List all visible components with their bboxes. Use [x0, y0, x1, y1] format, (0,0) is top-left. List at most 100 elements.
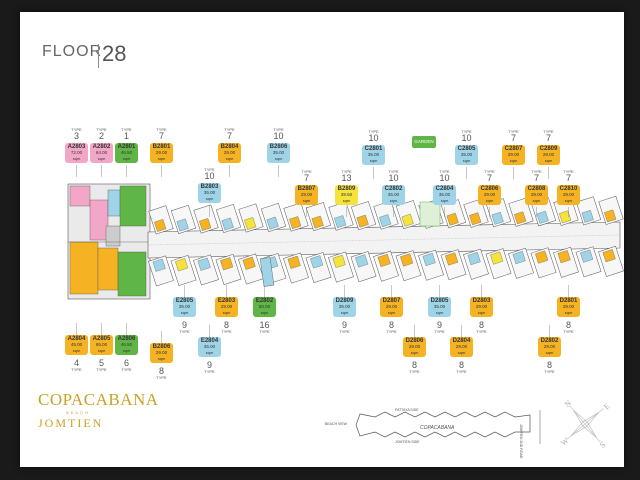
bottom-wing-unit-block	[283, 252, 309, 284]
unit-area: 64.00	[95, 150, 108, 155]
type-number: 10	[388, 173, 399, 183]
type-word: TYPE	[204, 369, 215, 374]
type-number: 7	[303, 173, 309, 183]
unit-id: D2803	[472, 298, 491, 304]
type-word: TYPE	[156, 127, 167, 132]
unit-area: 29.00	[475, 304, 488, 309]
floor-number: 28	[102, 41, 127, 66]
type-word: TYPE	[456, 369, 467, 374]
type-word: TYPE	[96, 367, 107, 372]
unit-area: 35.00	[387, 192, 400, 197]
type-number: 8	[478, 320, 484, 330]
unit-area: 65.00	[95, 342, 108, 347]
top-wing-unit-block	[305, 202, 332, 232]
type-word: TYPE	[544, 369, 555, 374]
unit-area: 29.00	[530, 192, 543, 197]
unit-area-unit: sqm	[260, 310, 269, 315]
unit-area: 35.00	[433, 304, 446, 309]
unit-id: D2806	[405, 338, 424, 344]
type-number: 6	[123, 358, 129, 368]
bottom-wing-unit-block	[598, 245, 624, 277]
type-word: TYPE	[273, 127, 284, 132]
type-word: TYPE	[339, 329, 350, 334]
unit-area-unit: sqm	[440, 198, 449, 203]
bottom-wing-unit-block	[305, 252, 332, 284]
bottom-wing-unit-block	[395, 250, 422, 282]
unit-id: C2804	[435, 186, 454, 192]
type-number: 7	[533, 173, 539, 183]
unit-id: A2805	[92, 336, 111, 342]
unit-id: E2804	[200, 338, 219, 344]
unit-area: 60.00	[258, 304, 271, 309]
top-wing-unit-block	[463, 198, 489, 228]
type-word: TYPE	[368, 129, 379, 134]
leader-lines	[76, 165, 569, 343]
type-word: TYPE	[224, 127, 235, 132]
type-number: 13	[341, 173, 352, 183]
unit-area-unit: sqm	[509, 158, 518, 163]
unit-area: 35.00	[338, 304, 351, 309]
unit-id: B2807	[297, 186, 316, 192]
unit-id: A2804	[67, 336, 86, 342]
type-number: 8	[546, 360, 552, 370]
bottom-wing-unit-block	[553, 246, 579, 278]
bottom-wing-unit-block	[418, 249, 444, 281]
unit-area: 29.00	[220, 304, 233, 309]
type-number: 7	[510, 133, 516, 143]
unit-area: 29.00	[385, 304, 398, 309]
unit-area-unit: sqm	[205, 196, 214, 201]
unit-area-unit: sqm	[157, 156, 166, 161]
top-wing-unit-block	[328, 201, 354, 231]
unit-area-unit: sqm	[340, 310, 349, 315]
compass-n: N	[563, 398, 573, 409]
unit-area-unit: sqm	[205, 350, 214, 355]
top-wing-unit-block	[238, 203, 264, 233]
unit-id: C2801	[364, 146, 383, 152]
road-label: JOMTIEN 2ND ROAD	[519, 424, 523, 459]
keyplan-outline	[355, 411, 531, 438]
bottom-wing-unit-block	[238, 253, 264, 285]
